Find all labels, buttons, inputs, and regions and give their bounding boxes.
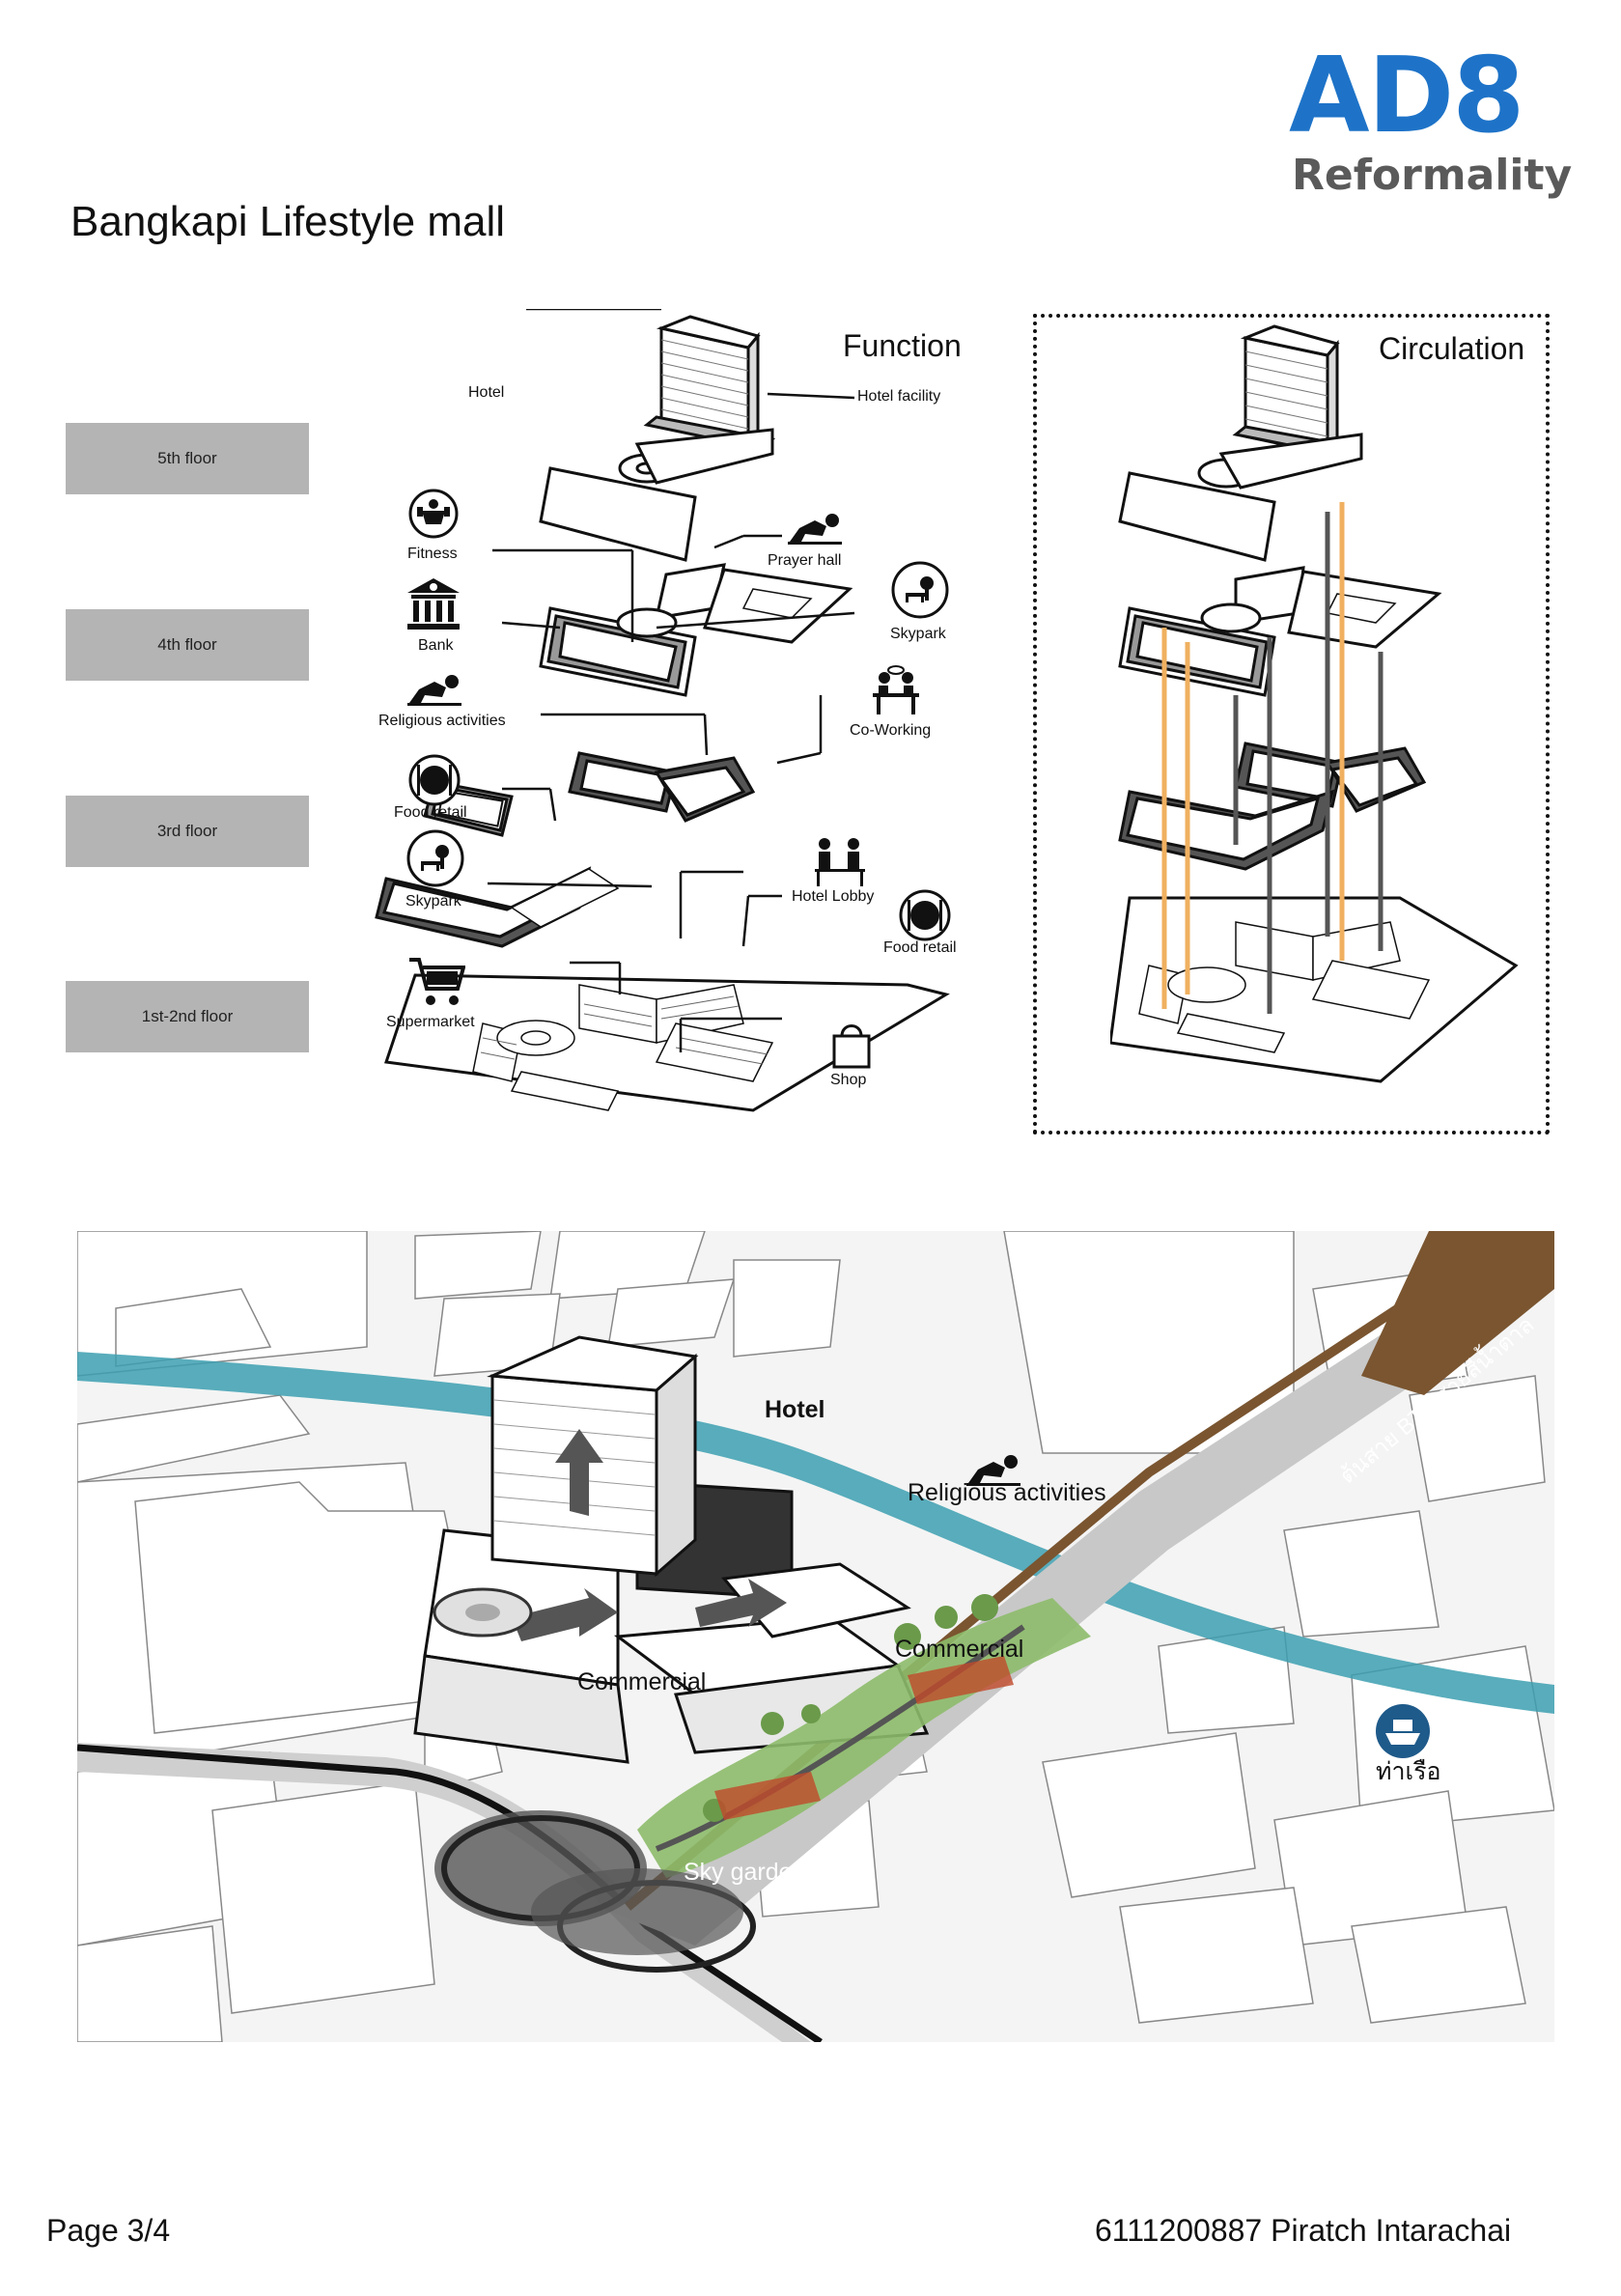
function-title: Function xyxy=(843,328,962,364)
site-label-hotel: Hotel xyxy=(765,1396,825,1424)
food-retail-icon xyxy=(898,888,952,942)
label-coworking: Co-Working xyxy=(850,722,931,740)
site-label-sky-garden: Sky garden xyxy=(684,1859,805,1887)
floor-label-1st-2nd: 1st-2nd floor xyxy=(66,981,309,1052)
hotel-tower xyxy=(647,317,772,449)
religious-icon xyxy=(405,668,463,707)
page-number: Page 3/4 xyxy=(46,2213,170,2249)
label-hotel-facility: Hotel facility xyxy=(857,388,940,406)
label-skypark-4: Skypark xyxy=(890,626,946,643)
hotel-lobby-icon xyxy=(811,836,869,888)
label-supermarket: Supermarket xyxy=(386,1014,475,1031)
logo-subtitle: Reformality xyxy=(1292,154,1572,197)
label-food-retail-1: Food retail xyxy=(883,939,957,957)
site-label-pier: ท่าเรือ xyxy=(1376,1752,1441,1791)
label-shop: Shop xyxy=(830,1072,866,1089)
label-food-retail-3: Food retail xyxy=(394,804,467,822)
label-hotel: Hotel xyxy=(468,384,504,402)
supermarket-icon xyxy=(407,956,465,1010)
skypark-icon xyxy=(890,560,950,620)
coworking-icon xyxy=(865,664,927,718)
circulation-diagram xyxy=(1110,319,1535,1110)
bank-icon xyxy=(404,575,463,631)
fitness-icon xyxy=(407,488,460,540)
skypark-icon xyxy=(405,828,465,888)
shopping-bag-icon xyxy=(828,1019,875,1071)
site-label-commercial-right: Commercial xyxy=(895,1636,1023,1664)
label-skypark-3: Skypark xyxy=(405,893,461,910)
label-bank: Bank xyxy=(418,637,453,655)
label-religious: Religious activities xyxy=(378,713,506,730)
site-label-commercial-left: Commercial xyxy=(577,1668,706,1696)
site-label-religious: Religious activities xyxy=(908,1479,1106,1507)
floor-label-3rd: 3rd floor xyxy=(66,796,309,867)
floor-label-4th: 4th floor xyxy=(66,609,309,681)
floor-label-5th: 5th floor xyxy=(66,423,309,494)
prayer-icon xyxy=(786,507,844,546)
label-fitness: Fitness xyxy=(407,546,458,563)
label-hotel-lobby: Hotel Lobby xyxy=(792,888,874,906)
page-title: Bangkapi Lifestyle mall xyxy=(70,198,505,246)
site-plan xyxy=(77,1231,1554,2042)
author-credit: 6111200887 Piratch Intarachai xyxy=(1095,2213,1511,2249)
food-retail-icon xyxy=(407,753,461,807)
label-prayer-hall: Prayer hall xyxy=(768,552,841,570)
logo: AD8 xyxy=(1289,44,1523,149)
